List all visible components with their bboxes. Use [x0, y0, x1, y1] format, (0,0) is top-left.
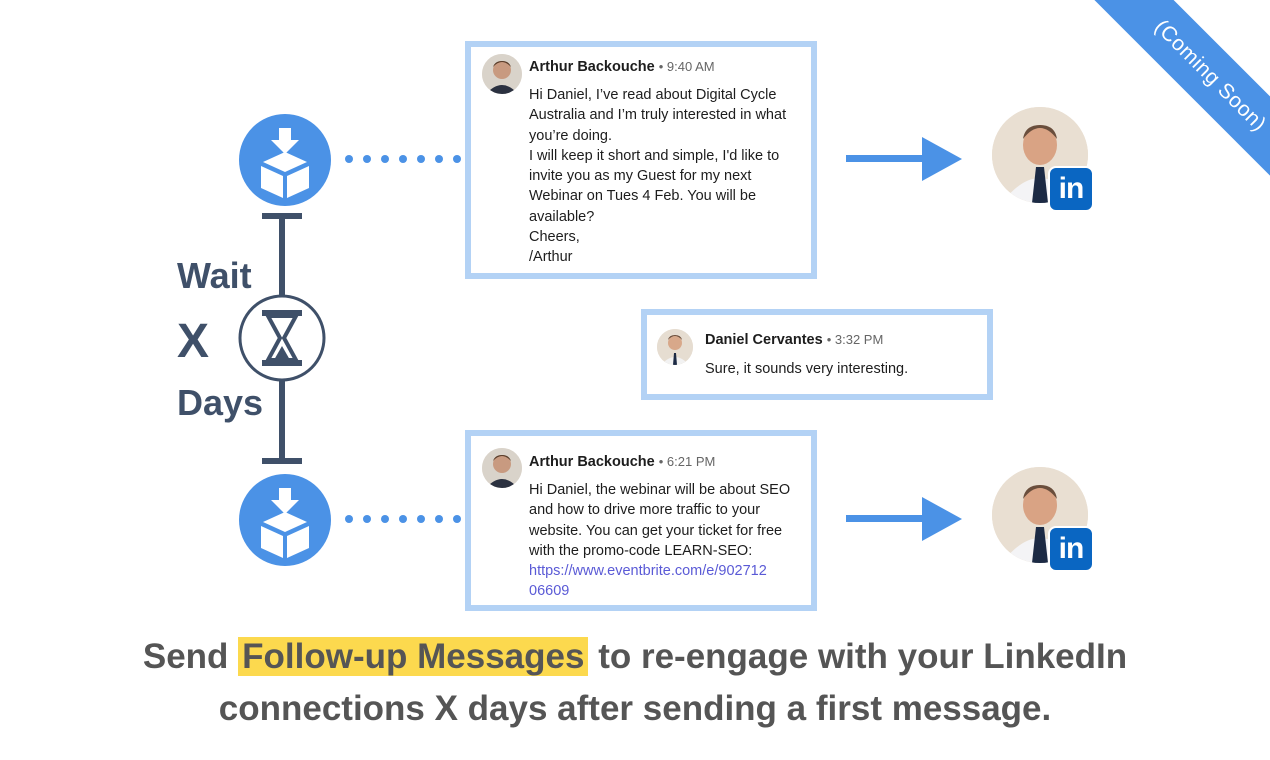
message-line: website. You can get your ticket for fre… [529, 522, 783, 539]
linkedin-icon: in [1048, 166, 1094, 212]
headline-line-2: connections X days after sending a first… [218, 689, 1052, 728]
message-line: with the promo-code LEARN-SEO: [529, 542, 753, 559]
message-body: Hi Daniel, I’ve read about Digital Cycle… [529, 85, 786, 268]
message-line: Australia and I’m truly interested in wh… [529, 107, 787, 124]
sender-avatar [657, 329, 693, 365]
sender-avatar [482, 54, 522, 94]
message-time-separator: • [826, 332, 835, 347]
headline-line-1: Send Follow-up Messages to re-engage wit… [0, 637, 1270, 677]
message-line: Sure, it sounds very interesting. [705, 361, 909, 377]
message-header: Arthur Backouche • 9:40 AM [529, 59, 715, 75]
coming-soon-label: (Coming Soon) [1084, 0, 1270, 190]
message-line: you’re doing. [529, 127, 613, 144]
message-time: 3:32 PM [834, 332, 884, 347]
dotted-connector [345, 155, 461, 163]
headline-part-1: Send [142, 637, 229, 676]
wait-label: Wait [177, 255, 252, 296]
eventbrite-link[interactable]: 06609 [529, 583, 570, 600]
linkedin-icon: in [1048, 526, 1094, 572]
sender-name: Daniel Cervantes [705, 332, 823, 348]
reply-card: Daniel Cervantes • 3:32 PM Sure, it soun… [641, 309, 993, 400]
wait-timeline [238, 213, 326, 464]
message-line: invite you as my Guest for my next [529, 168, 752, 185]
message-card: Arthur Backouche • 9:40 AM Hi Daniel, I’… [465, 41, 817, 279]
message-line: and how to drive more traffic to your [529, 502, 761, 519]
message-line: available? [529, 208, 595, 225]
sender-avatar [482, 448, 522, 488]
message-body: Hi Daniel, the webinar will be about SEO… [529, 480, 790, 602]
arrow-right-icon [846, 137, 962, 181]
box-download-icon [239, 474, 331, 566]
message-time: 9:40 AM [666, 59, 715, 74]
message-line: Hi Daniel, the webinar will be about SEO [529, 482, 791, 498]
message-time: 6:21 PM [666, 454, 716, 469]
message-header: Daniel Cervantes • 3:32 PM [705, 332, 883, 348]
headline-highlight: Follow-up Messages [238, 637, 589, 676]
message-header: Arthur Backouche • 6:21 PM [529, 454, 715, 470]
wait-days-label: Days [177, 382, 264, 423]
message-line: Hi Daniel, I’ve read about Digital Cycle [529, 87, 777, 103]
message-body: Sure, it sounds very interesting. [705, 359, 908, 379]
message-time-separator: • [658, 59, 667, 74]
message-line: /Arthur [529, 249, 573, 266]
wait-x-label: X [177, 315, 210, 368]
box-download-icon [239, 114, 331, 206]
message-line: Webinar on Tues 4 Feb. You will be [529, 188, 757, 205]
followup-message-card: Arthur Backouche • 6:21 PM Hi Daniel, th… [465, 430, 817, 611]
message-line: Cheers, [529, 229, 580, 246]
eventbrite-link[interactable]: https://www.eventbrite.com/e/902712 [529, 563, 767, 580]
recipient-avatar [992, 467, 1088, 563]
message-time-separator: • [658, 454, 667, 469]
arrow-right-icon [846, 497, 962, 541]
message-line: I will keep it short and simple, I'd lik… [529, 147, 780, 164]
headline-part-2: to re-engage with your LinkedIn [598, 637, 1128, 676]
dotted-connector [345, 515, 461, 523]
hourglass-icon [262, 310, 302, 366]
sender-name: Arthur Backouche [529, 59, 655, 75]
sender-name: Arthur Backouche [529, 454, 655, 470]
coming-soon-ribbon: (Coming Soon) [1080, 0, 1270, 190]
